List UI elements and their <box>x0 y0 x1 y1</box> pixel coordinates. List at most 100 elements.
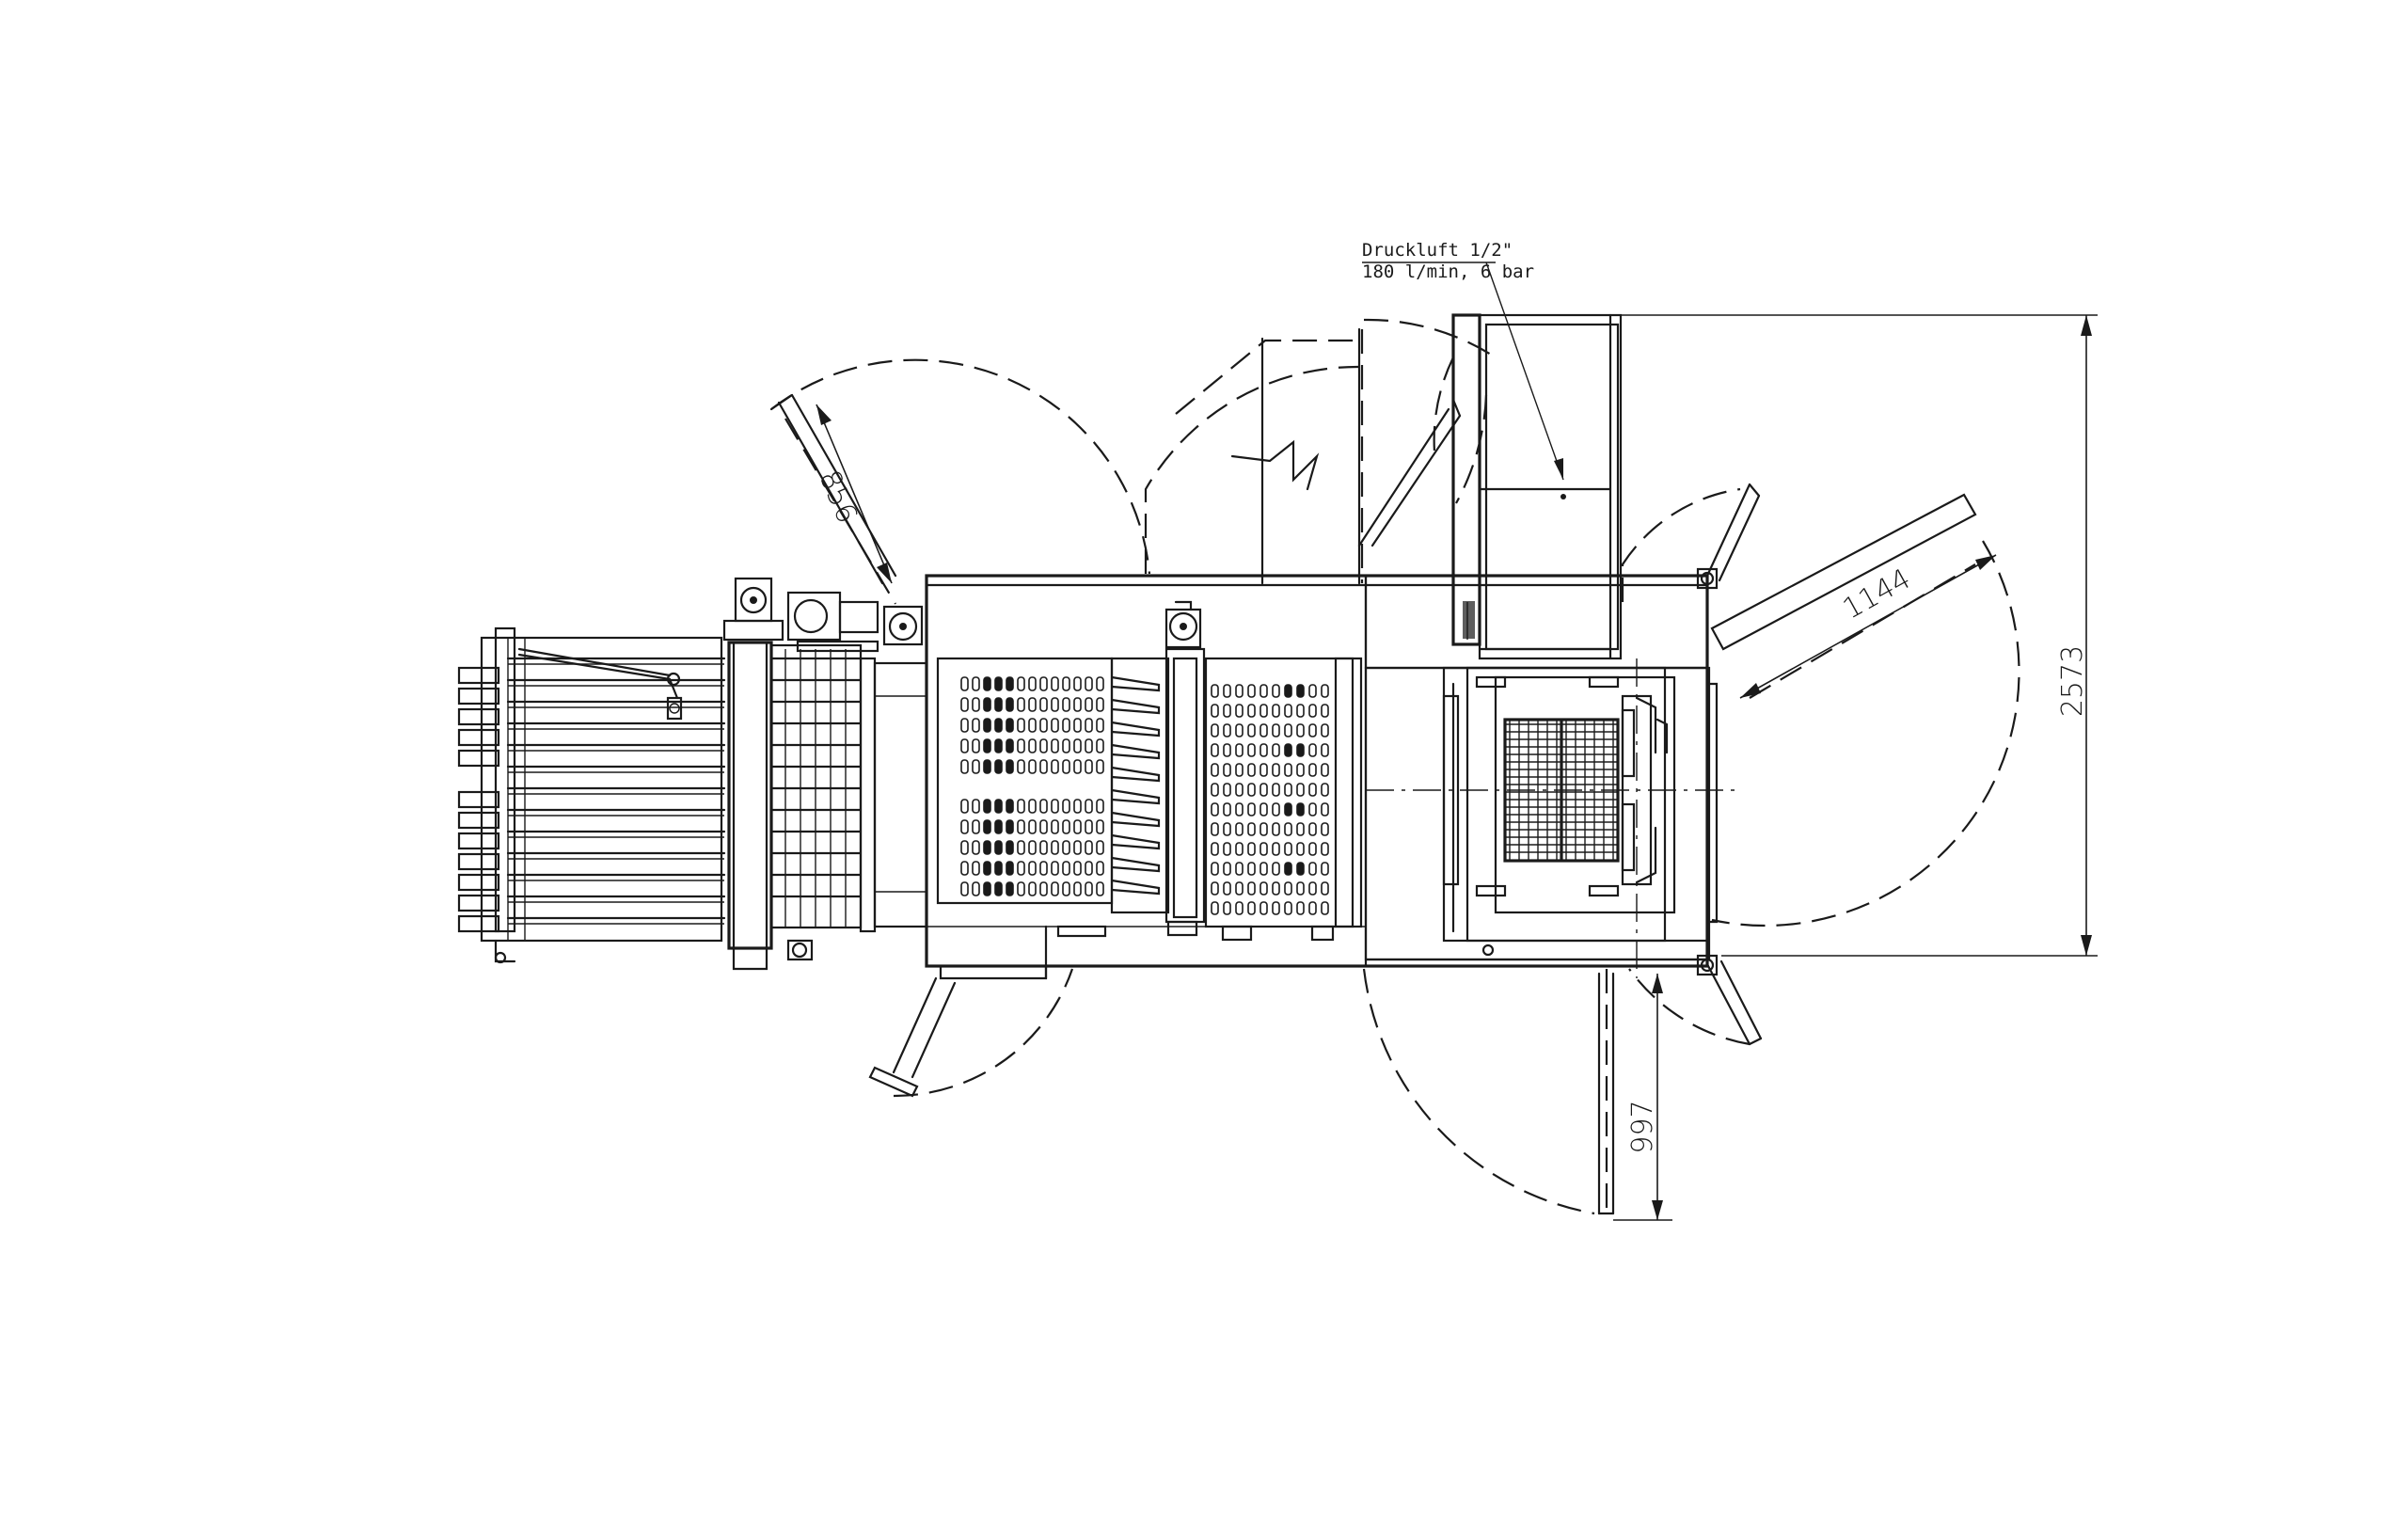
infeed-end-roller <box>457 749 500 768</box>
perforation-slot <box>1062 819 1070 834</box>
door-swing-left-upper <box>769 358 1151 605</box>
infeed-end-roller <box>457 873 500 892</box>
perforation-slot <box>1096 738 1104 753</box>
perforation-slot <box>1321 862 1329 876</box>
perforation-slot <box>1247 881 1256 896</box>
perforation-slot <box>1247 842 1256 856</box>
perforation-slot <box>1006 861 1014 876</box>
chute-finger <box>1110 675 1161 692</box>
perforation-slot <box>1259 842 1268 856</box>
infeed-end-roller <box>457 894 500 912</box>
perforated-panel-2 <box>1204 657 1363 942</box>
perforation-slot <box>1028 861 1037 876</box>
perforation-slot <box>1062 738 1070 753</box>
perforation-slot <box>1096 799 1104 814</box>
perforation-slot <box>1073 676 1082 691</box>
perforation-slot <box>972 819 980 834</box>
perforation-slot <box>1235 783 1244 797</box>
perforation-slot <box>1051 840 1059 855</box>
perforation-slot <box>994 759 1003 774</box>
perforation-slot <box>1223 783 1231 797</box>
infeed-end-roller <box>457 687 500 706</box>
perforation-slot <box>1321 743 1329 757</box>
perforation-slot <box>1296 842 1305 856</box>
perforation-slot <box>960 718 969 733</box>
infeed-end-roller <box>457 852 500 871</box>
perforation-slot <box>1017 840 1025 855</box>
perforation-slot <box>1223 704 1231 718</box>
perforation-slot <box>983 881 991 896</box>
perforation-slot <box>1017 881 1025 896</box>
perforation-slot <box>1017 676 1025 691</box>
center-roller-column <box>1164 600 1206 937</box>
perforation-slot <box>994 718 1003 733</box>
perforation-slot <box>994 861 1003 876</box>
infeed-end-roller <box>457 811 500 830</box>
perforation-slot <box>1039 697 1048 712</box>
perforation-slot <box>1284 822 1292 836</box>
dimension-text-2573: 2573 <box>2056 645 2089 717</box>
perforation-slot <box>1308 901 1317 915</box>
perforation-slot <box>1051 738 1059 753</box>
perforation-slot <box>1235 862 1244 876</box>
perforation-slot <box>1051 759 1059 774</box>
perforation-slot <box>960 881 969 896</box>
chute-finger <box>1110 721 1161 737</box>
perforation-slot <box>1017 759 1025 774</box>
perforation-slot <box>1247 763 1256 777</box>
perforation-slot <box>972 697 980 712</box>
perforation-slot <box>1321 684 1329 698</box>
chute-finger <box>1110 833 1161 850</box>
perforation-slot <box>983 861 991 876</box>
perforated-panel-1 <box>936 657 1114 905</box>
perforation-slot <box>1272 704 1280 718</box>
perforation-slot <box>1284 763 1292 777</box>
perforation-slot <box>1321 901 1329 915</box>
perforation-slot <box>1259 704 1268 718</box>
perforation-slot <box>1096 861 1104 876</box>
perforation-slot <box>1321 822 1329 836</box>
perforation-slot <box>1006 718 1014 733</box>
dimension-text-856: 856 <box>812 466 863 528</box>
perforation-slot <box>1028 676 1037 691</box>
perforation-slot <box>1296 743 1305 757</box>
perforation-slot <box>1284 743 1292 757</box>
perforation-slot <box>1006 676 1014 691</box>
perforation-slot <box>983 840 991 855</box>
perforation-slot <box>1062 861 1070 876</box>
perforation-slot <box>1085 819 1093 834</box>
perforation-slot <box>1235 743 1244 757</box>
perforation-slot <box>1235 704 1244 718</box>
dimension-overall-depth: 2573 <box>1610 314 2098 957</box>
perforation-slot <box>1272 822 1280 836</box>
perforation-slot <box>1223 842 1231 856</box>
chute-finger <box>1110 743 1161 760</box>
infeed-end-roller <box>457 914 500 933</box>
perforation-slot <box>1017 861 1025 876</box>
perforation-slot <box>1235 881 1244 896</box>
perforation-slot <box>1321 704 1329 718</box>
perforation-slot <box>1223 684 1231 698</box>
perforation-slot <box>1051 881 1059 896</box>
motor-2 <box>786 591 879 653</box>
infeed-end-roller <box>457 790 500 809</box>
perforation-slot <box>1096 718 1104 733</box>
perforation-slot <box>1073 861 1082 876</box>
perforation-slot <box>1211 901 1219 915</box>
perforation-slot <box>1051 861 1059 876</box>
perforation-slot <box>1308 822 1317 836</box>
perforation-slot <box>1085 799 1093 814</box>
perforation-slot <box>1017 738 1025 753</box>
chute-finger <box>1110 811 1161 828</box>
perforation-slot <box>1039 676 1048 691</box>
perforation-slot <box>1085 697 1093 712</box>
perforation-slot <box>972 840 980 855</box>
perforation-slot <box>1247 802 1256 817</box>
perforation-slot <box>1051 718 1059 733</box>
perforation-slot <box>1259 822 1268 836</box>
perforation-slot <box>1284 704 1292 718</box>
motor-3 <box>882 605 924 646</box>
perforation-slot <box>1211 822 1219 836</box>
perforation-slot <box>1028 840 1037 855</box>
perforation-slot <box>1211 743 1219 757</box>
